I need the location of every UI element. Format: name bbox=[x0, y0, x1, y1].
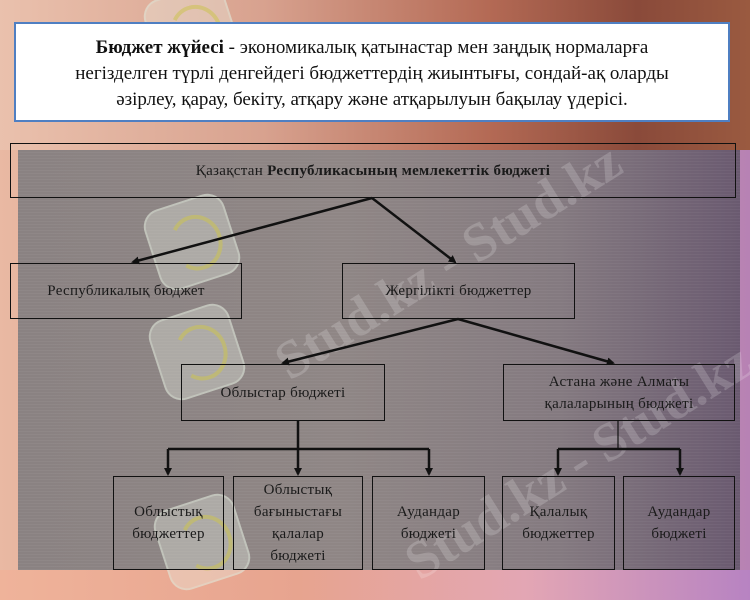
oblast-level-line1: Облыстық bbox=[134, 504, 203, 520]
oblast-level-line2: бюджеттер bbox=[132, 526, 205, 542]
box-local-budgets: Жергілікті бюджеттер bbox=[342, 263, 575, 319]
districts-a-line1: Аудандар bbox=[396, 504, 461, 520]
subordinate-line1: Облыстық bbox=[263, 482, 333, 498]
definition-line2: негізделген түрлі денгейдегі бюджеттерді… bbox=[75, 63, 669, 84]
subordinate-line2: бағыныстағы bbox=[253, 504, 343, 520]
city-budgets-line2: бюджеттер bbox=[522, 526, 595, 542]
republican-budget-label: Республикалық бюджет bbox=[47, 283, 205, 299]
box-district-budgets-b: Аудандар бюджеті bbox=[623, 476, 735, 570]
box-astana-almaty-budgets: Астана және Алматы қалаларының бюджеті bbox=[503, 364, 735, 421]
box-state-budget: Қазақстан Республикасының мемлекеттік бю… bbox=[10, 143, 736, 198]
definition-line3: әзірлеу, қарау, бекіту, атқару және атқа… bbox=[116, 89, 628, 110]
subordinate-line3: қалалар bbox=[271, 526, 325, 542]
box-republican-budget: Республикалық бюджет bbox=[10, 263, 242, 319]
definition-box: Бюджет жүйесі - экономикалық қатынастар … bbox=[14, 22, 730, 122]
definition-term: Бюджет жүйесі bbox=[95, 37, 224, 58]
subordinate-line4: бюджеті bbox=[270, 548, 326, 564]
local-budgets-label: Жергілікті бюджеттер bbox=[385, 283, 532, 299]
city-budgets-line1: Қалалық bbox=[529, 504, 588, 520]
definition-line1: - экономикалық қатынастар мен заңдық нор… bbox=[223, 37, 649, 58]
box-oblast-level-budgets: Облыстық бюджеттер bbox=[113, 476, 224, 570]
box-oblast-budgets: Облыстар бюджеті bbox=[181, 364, 385, 421]
oblast-budgets-label: Облыстар бюджеті bbox=[220, 384, 346, 401]
root-label-part2: Республикасының мемлекеттік бюджеті bbox=[263, 162, 551, 179]
root-label-part1: Қазақстан bbox=[195, 162, 264, 179]
districts-b-line1: Аудандар bbox=[647, 504, 711, 520]
box-subordinate-cities-budgets: Облыстық бағыныстағы қалалар бюджеті bbox=[233, 476, 363, 570]
districts-a-line2: бюджеті bbox=[400, 526, 457, 542]
districts-b-line2: бюджеті bbox=[651, 526, 707, 542]
cities-label-line2: қалаларының бюджеті bbox=[544, 395, 694, 412]
box-city-budgets: Қалалық бюджеттер bbox=[502, 476, 615, 570]
box-district-budgets-a: Аудандар бюджеті bbox=[372, 476, 485, 570]
cities-label-line1: Астана және Алматы bbox=[548, 373, 690, 390]
background-bottom bbox=[0, 570, 750, 600]
